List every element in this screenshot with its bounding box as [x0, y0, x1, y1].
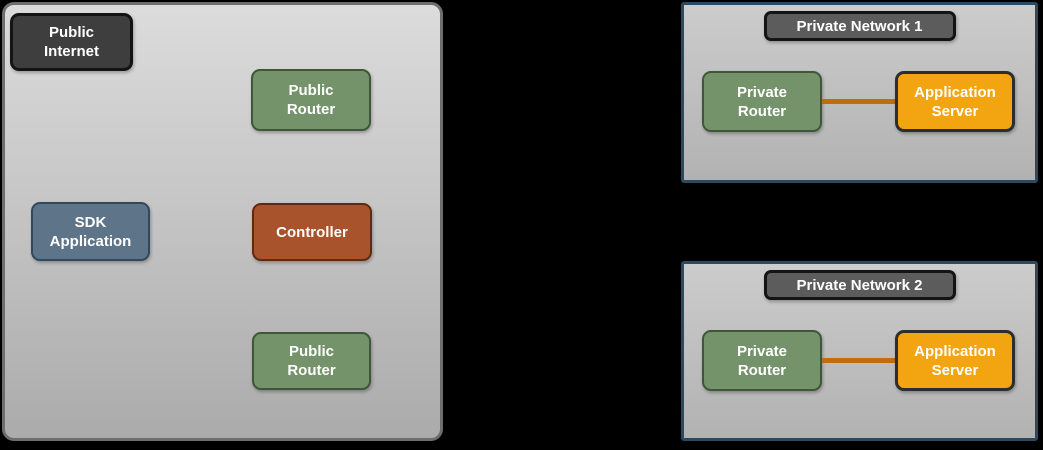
public-zone: Public Internet Public Router SDK Applic…	[2, 2, 443, 441]
public-router-bottom-node: Public Router	[252, 332, 371, 390]
controller-node: Controller	[252, 203, 372, 261]
application-server-node: Application Server	[895, 71, 1015, 132]
public-internet-node: Public Internet	[10, 13, 133, 71]
router-server-connector-line	[822, 358, 895, 363]
private-network-1-title: Private Network 1	[763, 11, 956, 41]
private-network-2-panel: Private Network 2 Private Router Applica…	[681, 261, 1038, 441]
private-network-2-title: Private Network 2	[763, 270, 956, 300]
router-server-connector-line	[822, 99, 895, 104]
private-network-1-panel: Private Network 1 Private Router Applica…	[681, 2, 1038, 183]
private-router-node: Private Router	[702, 71, 822, 132]
public-router-top-node: Public Router	[251, 69, 371, 131]
application-server-node: Application Server	[895, 330, 1015, 391]
private-router-node: Private Router	[702, 330, 822, 391]
sdk-application-node: SDK Application	[31, 202, 150, 261]
